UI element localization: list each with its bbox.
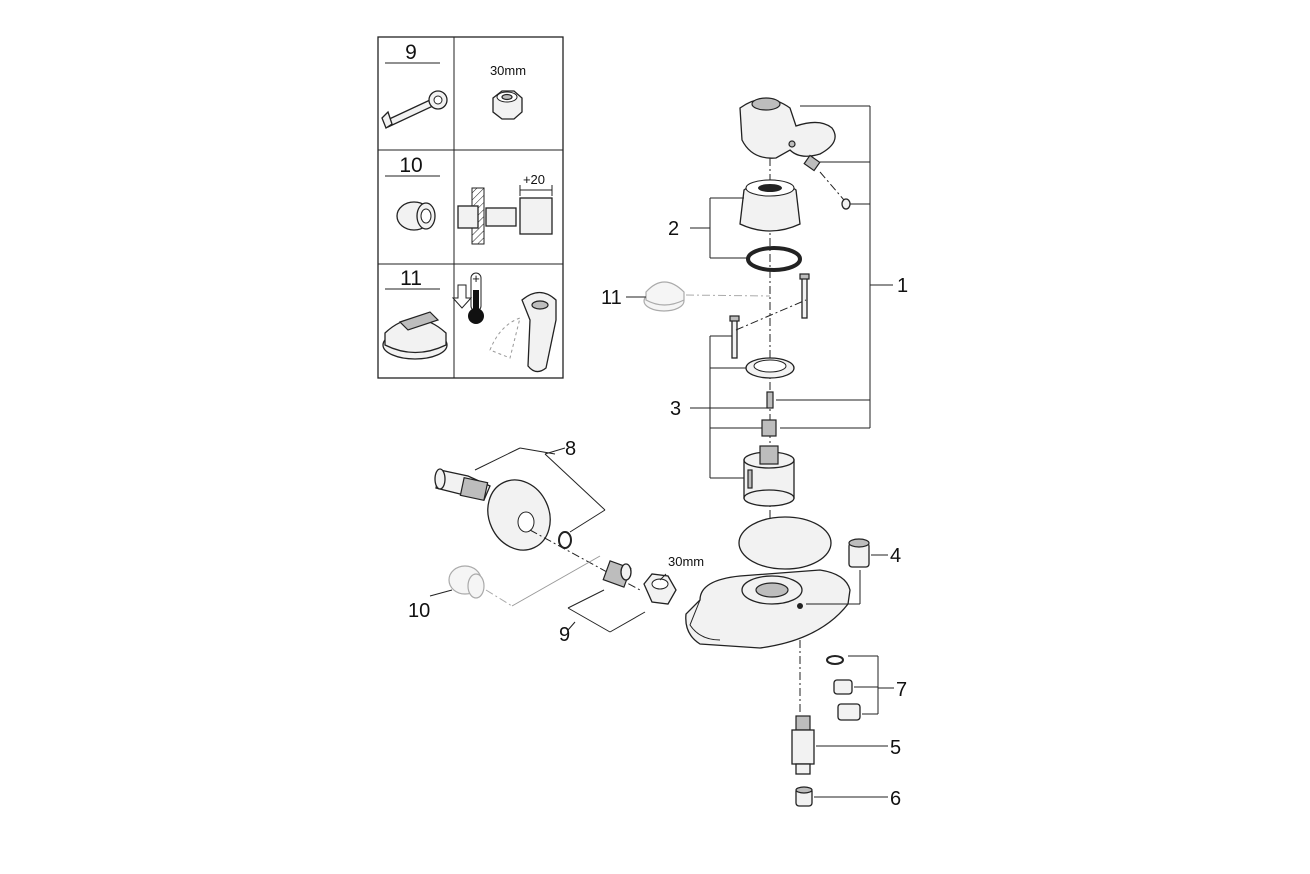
- installation-depth-icon: +20: [457, 172, 553, 245]
- fixing-bolts: [729, 273, 810, 359]
- o-ring: [746, 246, 802, 272]
- ring-nut: [745, 357, 795, 379]
- callout-4: 4: [890, 545, 901, 567]
- cover-cap: [739, 179, 801, 232]
- escutcheon: [487, 479, 551, 551]
- callout-1: 1: [897, 275, 908, 297]
- thermometer-icon: +: [468, 271, 484, 324]
- callout-7: 7: [896, 679, 907, 701]
- callout-2: 2: [668, 218, 679, 240]
- panel-row-11: 11 +: [382, 267, 557, 373]
- callout-8: 8: [565, 438, 576, 460]
- callout-11: 11: [601, 287, 622, 309]
- extension-piece-icon: [396, 201, 436, 231]
- diverter-button: 6: [795, 786, 901, 810]
- wrench-icon: [381, 90, 448, 129]
- eccentric-fitting: [602, 560, 632, 588]
- panel-row-10: 10 +20: [385, 154, 553, 245]
- lever-handle-icon: [489, 291, 557, 373]
- callout-bracket-3: 3: [670, 335, 768, 479]
- lever-handle: [739, 97, 836, 159]
- callout-10: 10: [408, 600, 430, 622]
- callout-bracket-8: 8: [474, 438, 606, 533]
- info-panel: 9 30mm 10: [377, 36, 564, 379]
- diverter: 5: [791, 715, 901, 775]
- panel-row-9: 9 30mm: [381, 41, 526, 129]
- union-nut: 30mm: [643, 554, 704, 605]
- wrench-size-label: 30mm: [668, 554, 704, 569]
- callout-bracket-2: 2: [668, 197, 748, 259]
- s-union: [434, 468, 491, 502]
- aerator-set: 7: [826, 655, 907, 721]
- callout-6: 6: [890, 788, 901, 810]
- temperature-limiter-ghost: [643, 281, 771, 312]
- panel-row-11-number: 11: [400, 267, 422, 290]
- callout-bracket-1: 1: [776, 105, 908, 429]
- panel-row-10-number: 10: [399, 154, 422, 177]
- temperature-limiter-icon: [382, 311, 448, 360]
- end-cap: 4: [806, 538, 901, 605]
- small-screw: [766, 391, 774, 409]
- hex-nut-icon: [492, 90, 523, 120]
- callout-5: 5: [890, 737, 901, 759]
- svg-text:+: +: [472, 271, 480, 286]
- grub-screw: [803, 154, 851, 210]
- cartridge: [743, 445, 795, 507]
- panel-row-10-extension: +20: [523, 172, 545, 187]
- down-arrow-icon: [451, 284, 473, 309]
- callout-11-group: 11: [601, 287, 646, 309]
- extension-ghost: 10: [408, 555, 601, 622]
- callout-9: 9: [559, 624, 570, 646]
- panel-row-9-number: 9: [405, 41, 417, 64]
- connector-axis: [529, 529, 641, 591]
- panel-row-9-size: 30mm: [490, 63, 526, 78]
- adapter: [761, 419, 777, 437]
- callout-3: 3: [670, 398, 681, 420]
- callout-bracket-9: 9: [559, 589, 646, 646]
- washer: [558, 531, 572, 549]
- mixer-body: [685, 516, 851, 649]
